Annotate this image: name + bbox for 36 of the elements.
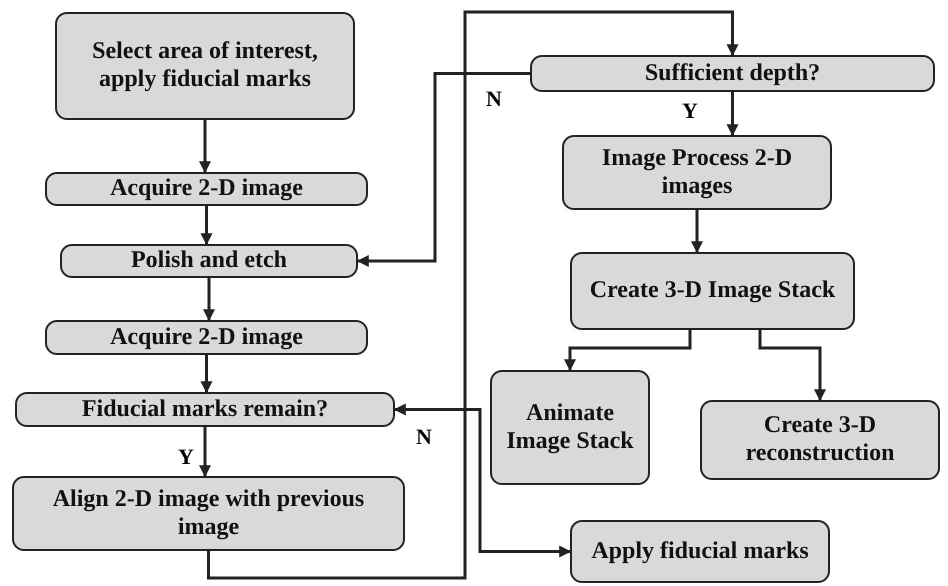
arrow [207, 10, 738, 580]
arrow [356, 72, 530, 267]
step-text: Polish and etch [130, 247, 288, 275]
process-box [15, 392, 395, 427]
arrow [199, 427, 211, 478]
arrow [200, 206, 212, 246]
process-box [570, 520, 830, 583]
step-text: Select area of interest, apply fiducial marks [91, 38, 319, 94]
step-text: Acquire 2-D image [110, 324, 303, 352]
step-text: Acquire 2-D image [110, 175, 303, 203]
process-box [570, 252, 855, 330]
arrow [758, 330, 826, 402]
arrow [199, 120, 211, 174]
process-box [562, 135, 832, 210]
arrow [200, 355, 212, 394]
process-box [700, 400, 940, 480]
step-text: Animate Image Stack [505, 400, 635, 456]
step-text: Create 3-D Image Stack [590, 277, 836, 305]
process-box [60, 244, 358, 278]
step-text: Create 3-D reconstruction [744, 412, 896, 468]
process-box [45, 320, 368, 355]
process-box [45, 172, 368, 206]
arrow [564, 330, 692, 372]
process-box [490, 370, 650, 485]
step-text: Sufficient depth? [644, 60, 820, 88]
step-text: Fiducial marks remain? [82, 396, 328, 424]
process-box [530, 55, 935, 92]
process-box [12, 476, 405, 551]
step-text: Image Process 2-D images [600, 144, 794, 200]
step-text: Apply fiducial marks [591, 538, 809, 566]
arrow [203, 278, 215, 322]
arrow [394, 404, 572, 558]
arrow [726, 92, 738, 136]
arrow [691, 210, 703, 254]
process-box [55, 12, 355, 120]
step-text: Align 2-D image with previous image [52, 486, 366, 542]
